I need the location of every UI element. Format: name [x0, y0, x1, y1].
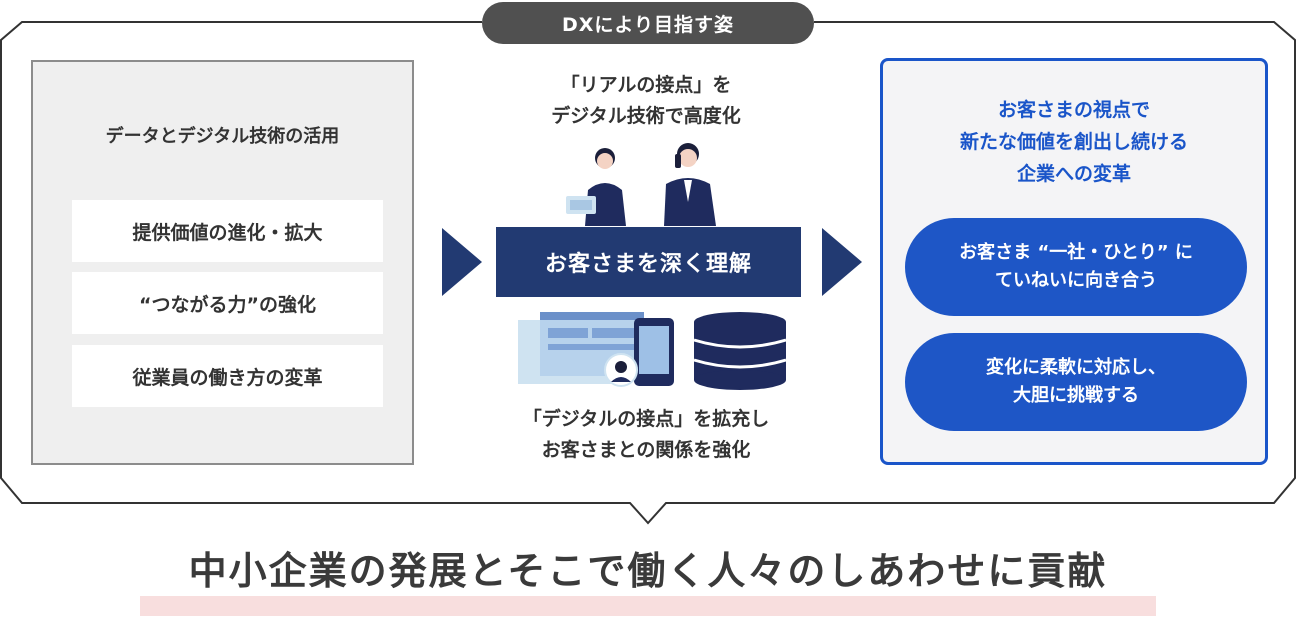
right-item-2: 変化に柔軟に対応し、 大胆に挑戦する	[905, 333, 1247, 431]
left-item-1: 提供価値の進化・拡大	[72, 200, 383, 262]
right-title-line-2: 新たな価値を創出し続ける	[959, 131, 1188, 153]
outer-frame	[0, 21, 1296, 525]
center-bottom-line-2: お客さまとの関係を強化	[541, 439, 751, 461]
header-pill: DXにより目指す姿	[482, 2, 814, 44]
center-bottom-line-1: 「デジタルの接点」を拡充し	[522, 408, 770, 430]
right-title-line-1: お客さまの視点で	[997, 99, 1150, 121]
center-bar: お客さまを深く理解	[496, 227, 801, 297]
right-title-line-3: 企業への変革	[1016, 163, 1131, 185]
right-item-1-line-1: お客さま “一社・ひとり” に	[959, 242, 1193, 263]
left-panel-title: データとデジタル技術の活用	[105, 126, 340, 147]
right-item-1-line-2: ていねいに向き合う	[995, 270, 1157, 291]
center-bottom-text: 「デジタルの接点」を拡充し お客さまとの関係を強化	[476, 404, 816, 466]
footer-highlight-band	[140, 596, 1156, 616]
right-item-1: お客さま “一社・ひとり” に ていねいに向き合う	[905, 218, 1247, 316]
devices-database-icon	[518, 312, 787, 390]
business-people-icon	[566, 143, 716, 226]
right-item-2-line-1: 変化に柔軟に対応し、	[986, 357, 1166, 378]
arrow-right-2	[822, 228, 862, 296]
right-item-2-line-2: 大胆に挑戦する	[1013, 385, 1139, 406]
left-item-3: 従業員の働き方の変革	[72, 345, 383, 407]
left-item-2: “つながる力”の強化	[72, 272, 383, 334]
center-top-line-1: 「リアルの接点」を	[560, 74, 732, 96]
center-top-line-2: デジタル技術で高度化	[551, 105, 741, 127]
center-top-text: 「リアルの接点」を デジタル技術で高度化	[476, 70, 816, 132]
footer-statement: 中小企業の発展とそこで働く人々のしあわせに貢献	[188, 549, 1108, 593]
arrow-right-1	[442, 228, 482, 296]
right-panel-title: お客さまの視点で 新たな価値を創出し続ける 企業への変革	[880, 94, 1268, 190]
